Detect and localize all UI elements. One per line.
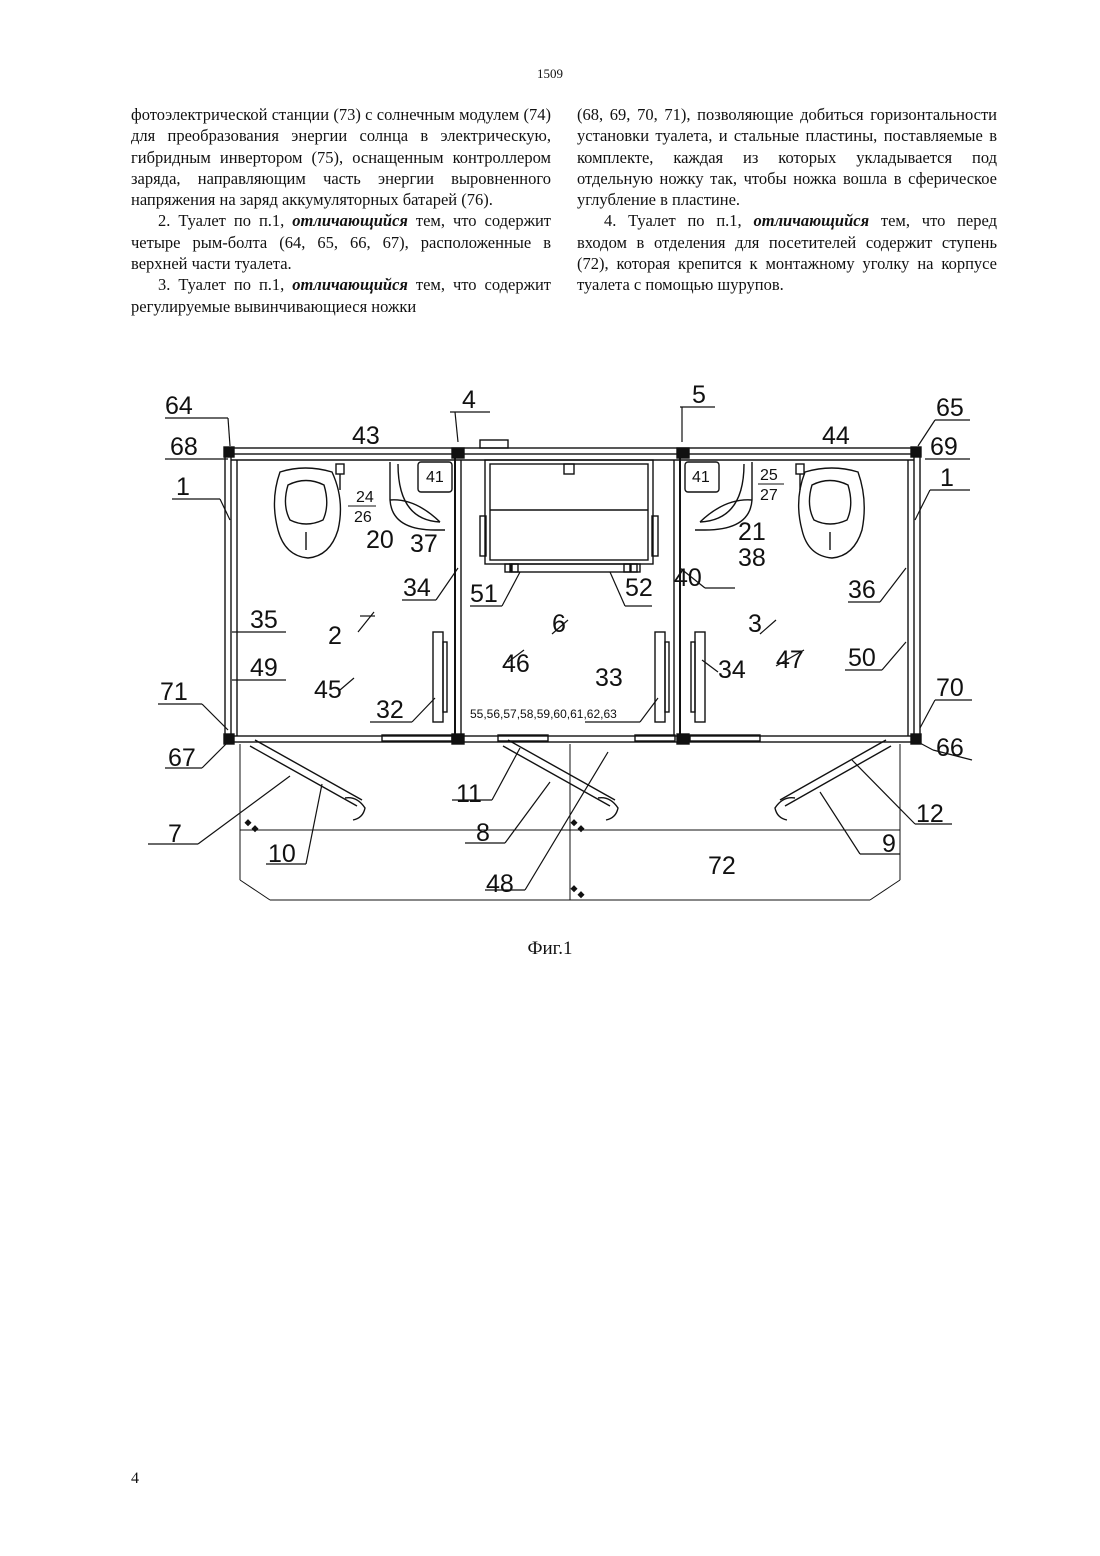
label-48: 48 — [486, 870, 514, 898]
paragraph-claim-4: 4. Туалет по п.1, отличающийся тем, что … — [577, 210, 997, 295]
label-68: 68 — [170, 433, 198, 461]
toilet-bowl-left — [274, 468, 340, 558]
label-10: 10 — [268, 840, 296, 868]
corner-bolt — [911, 447, 921, 457]
label-3: 3 — [748, 610, 762, 638]
door-middle — [503, 740, 618, 820]
label-50: 50 — [848, 644, 876, 672]
label-25: 25 — [760, 467, 778, 484]
label-8: 8 — [476, 819, 490, 847]
label-26: 26 — [354, 509, 372, 526]
label-36: 36 — [848, 576, 876, 604]
entrance-step — [240, 744, 900, 900]
toilet-bowl-right — [799, 468, 865, 558]
label-11: 11 — [456, 780, 482, 808]
label-27: 27 — [760, 487, 778, 504]
label-47: 47 — [776, 646, 804, 674]
label-41: 41 — [692, 469, 710, 486]
label-41: 41 — [426, 469, 444, 486]
label-71: 71 — [160, 678, 188, 706]
paragraph: фотоэлектрической станции (73) с солнечн… — [131, 104, 551, 210]
label-66: 66 — [936, 734, 964, 762]
paragraph-claim-3: 3. Туалет по п.1, отличающийся тем, что … — [131, 274, 551, 317]
label-33: 33 — [595, 664, 623, 692]
label-4: 4 — [462, 386, 476, 414]
grab-bar — [433, 632, 443, 722]
grab-bar — [655, 632, 665, 722]
label-49: 49 — [250, 654, 278, 682]
label-64: 64 — [165, 392, 193, 420]
label-6: 6 — [552, 610, 566, 638]
label-35: 35 — [250, 606, 278, 634]
page-code: 1509 — [0, 66, 1100, 82]
corner-bolt — [224, 734, 234, 744]
label-46: 46 — [502, 650, 530, 678]
label-45: 45 — [314, 676, 342, 704]
grab-bar — [695, 632, 705, 722]
label-20: 20 — [366, 526, 394, 554]
label-24: 24 — [356, 489, 374, 506]
label-7: 7 — [168, 820, 182, 848]
door-left — [250, 740, 365, 820]
label-52: 52 — [625, 574, 653, 602]
central-cabinet — [480, 460, 658, 572]
label-51: 51 — [470, 580, 498, 608]
label-44: 44 — [822, 422, 850, 450]
label-21: 21 — [738, 518, 766, 546]
label-9: 9 — [882, 830, 896, 858]
page-number: 4 — [131, 1470, 139, 1488]
label-69: 69 — [930, 433, 958, 461]
label-12: 12 — [916, 800, 944, 828]
label-34: 34 — [403, 574, 431, 602]
label-1: 1 — [176, 473, 190, 501]
label-38: 38 — [738, 544, 766, 572]
paragraph: (68, 69, 70, 71), позволяющие добиться г… — [577, 104, 997, 210]
label-37: 37 — [410, 530, 438, 558]
label-32: 32 — [376, 696, 404, 724]
label-2: 2 — [328, 622, 342, 650]
text-column-right: (68, 69, 70, 71), позволяющие добиться г… — [577, 104, 997, 296]
toilet-plan-drawing: 64 68 43 4 5 44 65 69 1 1 41 41 24 26 25… — [140, 380, 980, 920]
label-72: 72 — [708, 852, 736, 880]
label-43: 43 — [352, 422, 380, 450]
label-40: 40 — [674, 564, 702, 592]
paragraph-claim-2: 2. Туалет по п.1, отличающийся тем, что … — [131, 210, 551, 274]
label-65: 65 — [936, 394, 964, 422]
label-67: 67 — [168, 744, 196, 772]
label-34: 34 — [718, 656, 746, 684]
figure-caption: Фиг.1 — [0, 938, 1100, 960]
label-70: 70 — [936, 674, 964, 702]
door-right — [775, 740, 891, 820]
corner-bolt — [224, 447, 234, 457]
label-55-63: 55,56,57,58,59,60,61,62,63 — [470, 707, 617, 721]
figure-1-plan: 64 68 43 4 5 44 65 69 1 1 41 41 24 26 25… — [140, 380, 980, 920]
label-1: 1 — [940, 464, 954, 492]
label-5: 5 — [692, 381, 706, 409]
text-column-left: фотоэлектрической станции (73) с солнечн… — [131, 104, 551, 317]
